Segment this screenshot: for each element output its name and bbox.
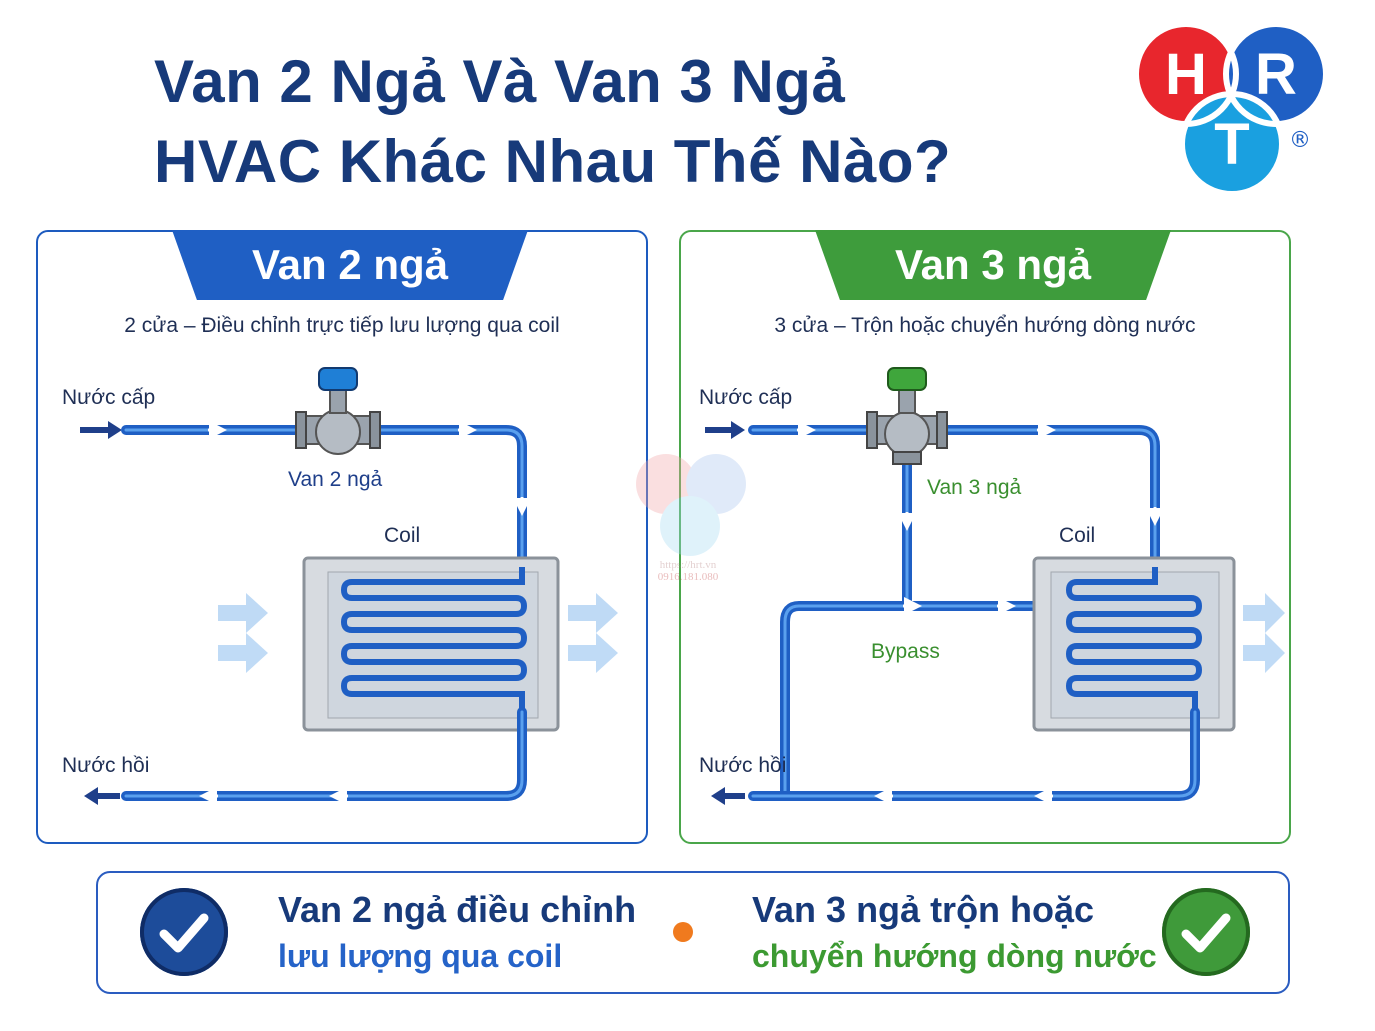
summary-three-way-line-2: chuyển hướng dòng nước <box>752 938 1157 974</box>
flow-arrow-icon <box>797 421 1164 615</box>
flow-arrow-icon <box>208 421 531 516</box>
supply-water-label: Nước cấp <box>62 386 156 409</box>
summary-two-way-line-2: lưu lượng qua coil <box>278 938 563 974</box>
airflow-arrows-icon <box>1243 593 1285 673</box>
supply-inlet-arrow-icon <box>80 421 122 439</box>
two-way-valve-subtitle: 2 cửa – Điều chỉnh trực tiếp lưu lượng q… <box>124 314 560 337</box>
return-outlet-arrow-icon <box>84 787 120 805</box>
title-line-1: Van 2 Ngả Và Van 3 Ngả <box>154 48 846 115</box>
three-way-valve-icon <box>866 367 948 465</box>
summary-two-way-text: Van 2 ngả điều chỉnh lưu lượng qua coil <box>278 887 636 979</box>
return-water-label: Nước hồi <box>699 754 787 777</box>
coil-label: Coil <box>384 524 421 547</box>
three-way-valve-tab: Van 3 ngả <box>815 230 1171 300</box>
supply-water-label: Nước cấp <box>699 386 793 409</box>
check-icon <box>1162 888 1250 976</box>
coil-icon <box>1032 556 1236 732</box>
three-way-valve-diagram <box>705 367 1285 805</box>
check-icon <box>140 888 228 976</box>
hrt-logo: H R T ® <box>1133 22 1329 197</box>
supply-pipe <box>121 425 527 572</box>
coil-icon <box>302 556 560 732</box>
watermark-logo <box>636 454 746 556</box>
supply-pipe <box>748 425 1160 572</box>
three-way-valve-subtitle: 3 cửa – Trộn hoặc chuyển hướng dòng nước <box>774 314 1196 337</box>
title-line-2: HVAC Khác Nhau Thế Nào? <box>154 128 952 195</box>
page-title: Van 2 Ngả Và Van 3 Ngả HVAC Khác Nhau Th… <box>154 42 951 202</box>
watermark-url: https://hrt.vn <box>659 559 717 571</box>
summary-three-way-line-1: Van 3 ngả trộn hoặc <box>752 889 1095 930</box>
summary-three-way-text: Van 3 ngả trộn hoặc chuyển hướng dòng nư… <box>752 887 1157 979</box>
summary-bar: Van 2 ngả điều chỉnh lưu lượng qua coil … <box>96 871 1290 994</box>
bypass-pipe <box>780 452 1033 796</box>
logo-letter-h: H <box>1165 42 1207 107</box>
three-way-valve-label: Van 3 ngả <box>927 476 1022 499</box>
two-way-valve-label: Van 2 ngả <box>288 468 383 491</box>
logo-letter-r: R <box>1255 42 1297 107</box>
logo-letter-t: T <box>1214 112 1249 177</box>
bypass-label: Bypass <box>871 640 940 663</box>
two-way-valve-tab: Van 2 ngả <box>172 230 528 300</box>
three-way-valve-panel: Van 3 ngả 3 cửa – Trộn hoặc chuyển hướng… <box>679 230 1291 844</box>
return-pipe <box>748 707 1200 801</box>
airflow-arrows-icon <box>218 593 618 673</box>
supply-inlet-arrow-icon <box>705 421 745 439</box>
two-way-valve-diagram <box>80 367 618 805</box>
return-pipe <box>121 707 527 801</box>
separator-dot <box>673 922 693 942</box>
watermark: https://hrt.vn 0916.181.080 <box>628 450 748 583</box>
watermark-phone: 0916.181.080 <box>657 571 719 583</box>
return-water-label: Nước hồi <box>62 754 150 777</box>
return-outlet-arrow-icon <box>711 787 745 805</box>
two-way-valve-icon <box>295 367 381 455</box>
coil-label: Coil <box>1059 524 1096 547</box>
summary-two-way-line-1: Van 2 ngả điều chỉnh <box>278 889 637 930</box>
logo-registered-mark: ® <box>1289 128 1311 153</box>
two-way-valve-panel: Van 2 ngả 2 cửa – Điều chỉnh trực tiếp l… <box>36 230 648 844</box>
